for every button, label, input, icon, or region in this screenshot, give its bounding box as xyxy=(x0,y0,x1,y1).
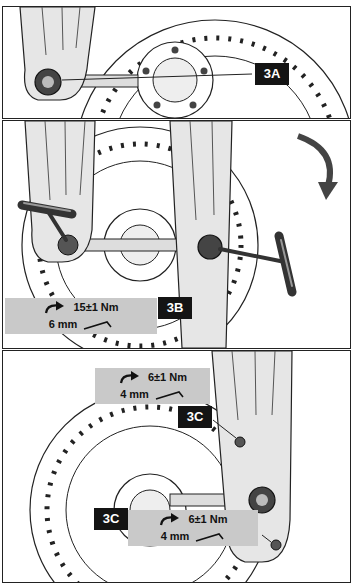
step-number: 3C xyxy=(187,409,204,425)
hub-center xyxy=(153,58,197,102)
step-label: 3B xyxy=(158,297,192,319)
step-label: 3C xyxy=(178,406,212,428)
torque-value: 15±1 Nm xyxy=(73,301,118,314)
pinch-bolt xyxy=(271,540,281,550)
text-row: 3A xyxy=(264,66,281,82)
torque-icon-arc xyxy=(121,375,132,383)
turn-arrowhead xyxy=(318,182,338,200)
fork-leg xyxy=(20,7,95,100)
text-row: 4 mm xyxy=(134,530,252,543)
step-number: 3A xyxy=(264,66,281,82)
brake-disc xyxy=(75,20,350,118)
text-row: 6 mm xyxy=(11,318,151,331)
tool-size: 4 mm xyxy=(161,530,190,543)
torque-icon-arc xyxy=(161,517,172,525)
hex-key-icon-line xyxy=(156,392,183,399)
step-number: 3C xyxy=(103,511,120,527)
panel-frame xyxy=(3,7,351,119)
torque-icon-head xyxy=(171,513,179,523)
step-label: 3C xyxy=(94,508,128,530)
text-row: 3B xyxy=(167,300,184,316)
t-handle xyxy=(279,236,292,292)
fork-fins xyxy=(45,121,85,200)
leader-line xyxy=(62,74,252,80)
hub-bolt xyxy=(201,68,208,75)
torque-value: 6±1 Nm xyxy=(188,513,227,526)
hex-key-icon-line xyxy=(196,534,223,541)
hex-key-shaft xyxy=(220,249,285,262)
torque-icon-arc xyxy=(46,305,57,313)
torque-icon xyxy=(158,513,182,527)
turn-arrow xyxy=(298,136,330,186)
torque-icon-head xyxy=(56,301,64,311)
panel-frame xyxy=(3,121,351,349)
axle-cap xyxy=(35,69,61,95)
axle-socket xyxy=(42,76,54,88)
text-row: 15±1 Nm xyxy=(11,301,151,315)
fork-leg xyxy=(25,121,95,262)
hex-key-icon xyxy=(83,319,113,331)
panel-3c-art xyxy=(30,351,292,583)
panel-frame xyxy=(3,351,351,583)
axle-cap xyxy=(198,235,222,259)
axle-end xyxy=(58,235,78,255)
torque-box: 6±1 Nm 4 mm xyxy=(128,510,258,546)
hub-bolt xyxy=(154,102,161,109)
t-handle-shine xyxy=(24,203,70,211)
step-label: 3A xyxy=(255,63,289,85)
text-row: 4 mm xyxy=(101,388,204,401)
step-number: 3B xyxy=(167,300,184,316)
text-row: 6±1 Nm xyxy=(101,371,204,385)
hex-key-icon-line xyxy=(84,322,111,329)
torque-icon xyxy=(118,371,142,385)
torque-value: 6±1 Nm xyxy=(148,371,187,384)
panel-3a-art xyxy=(20,7,350,118)
wheel-hub xyxy=(137,42,213,118)
torque-icon xyxy=(43,301,67,315)
fork-fins xyxy=(42,7,80,55)
hub-bolt xyxy=(172,47,179,54)
hex-key-icon xyxy=(155,389,185,401)
leader-line xyxy=(262,535,271,542)
hex-key-icon xyxy=(195,531,225,543)
torque-box: 15±1 Nm 6 mm xyxy=(5,298,157,334)
text-row: 3C xyxy=(187,409,204,425)
torque-icon-head xyxy=(131,371,139,381)
fork-fins xyxy=(232,351,275,420)
tool-size: 4 mm xyxy=(120,388,149,401)
tool-size: 6 mm xyxy=(49,318,78,331)
hub-bolt xyxy=(143,68,150,75)
t-handle-shine xyxy=(281,240,292,286)
text-row: 6±1 Nm xyxy=(134,513,252,527)
text-row: 3C xyxy=(103,511,120,527)
torque-box: 6±1 Nm 4 mm xyxy=(95,368,210,404)
hub-bolt xyxy=(190,102,197,109)
leader-line xyxy=(213,420,236,438)
fork-fins xyxy=(190,121,214,220)
pinch-bolt xyxy=(235,437,245,447)
axle-socket xyxy=(256,494,268,506)
